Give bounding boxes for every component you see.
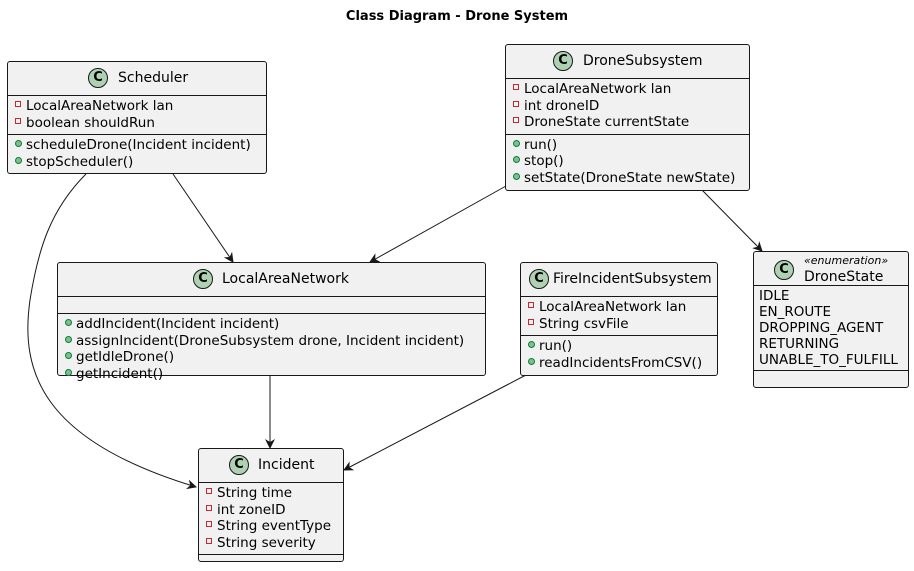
methods-section: run() stop() setState(DroneState newStat… [506, 135, 749, 190]
method-row: getIdleDrone() [58, 349, 485, 366]
methods-section: scheduleDrone(Incident incident) stopSch… [8, 135, 266, 173]
diagram-title: Class Diagram - Drone System [345, 9, 569, 24]
class-dronesubsystem[interactable]: C DroneSubsystem LocalAreaNetwork lan in… [505, 44, 750, 191]
attribute-row: LocalAreaNetwork lan [506, 81, 749, 98]
attribute-row: String eventType [199, 518, 343, 535]
attribute-row: String csvFile [521, 316, 717, 333]
private-visibility-icon [512, 82, 522, 94]
private-visibility-icon [205, 486, 215, 498]
public-visibility-icon [64, 317, 74, 329]
attribute-row: LocalAreaNetwork lan [521, 299, 717, 316]
public-visibility-icon [512, 154, 522, 166]
enum-value: DROPPING_AGENT [759, 320, 884, 336]
edge-scheduler-to-lan [172, 173, 234, 263]
class-header: C Scheduler [8, 62, 266, 96]
edge-fireincident-to-incident [343, 374, 527, 471]
edge-dronesubsystem-to-dronestate [701, 189, 763, 252]
class-header: C LocalAreaNetwork [58, 263, 485, 297]
private-visibility-icon [205, 536, 215, 548]
attributes-section [58, 297, 485, 314]
class-localareanetwork[interactable]: C LocalAreaNetwork addIncident(Incident … [57, 262, 486, 382]
public-visibility-icon [527, 356, 537, 368]
class-name: DroneSubsystem [583, 53, 703, 69]
attributes-section: LocalAreaNetwork lan boolean shouldRun [8, 96, 266, 135]
public-visibility-icon [14, 138, 24, 150]
method-row: readIncidentsFromCSV() [521, 355, 717, 372]
class-incident[interactable]: C Incident String time int zoneID String… [198, 448, 344, 562]
enum-value: RETURNING [759, 336, 840, 352]
attribute-row: String time [199, 485, 343, 502]
method-row: stopScheduler() [8, 154, 266, 171]
class-fireincidentsubsystem[interactable]: C FireIncidentSubsystem LocalAreaNetwork… [520, 262, 718, 376]
class-header: C «enumeration» DroneState [754, 252, 908, 286]
attribute-row: LocalAreaNetwork lan [8, 98, 266, 115]
class-header: C DroneSubsystem [506, 45, 749, 79]
class-name: Scheduler [118, 70, 189, 86]
private-visibility-icon [14, 116, 24, 128]
class-badge-icon: C [88, 68, 108, 88]
enum-values-section: IDLE EN_ROUTE DROPPING_AGENT RETURNING U… [754, 286, 908, 371]
public-visibility-icon [64, 334, 74, 346]
private-visibility-icon [527, 300, 537, 312]
methods-section: run() readIncidentsFromCSV() [521, 336, 717, 374]
edge-scheduler-to-incident [27, 173, 197, 490]
method-row: assignIncident(DroneSubsystem drone, Inc… [58, 333, 485, 350]
class-scheduler[interactable]: C Scheduler LocalAreaNetwork lan boolean… [7, 61, 267, 174]
method-row: run() [506, 137, 749, 154]
method-row: setState(DroneState newState) [506, 170, 749, 187]
private-visibility-icon [205, 503, 215, 515]
public-visibility-icon [512, 171, 522, 183]
public-visibility-icon [527, 339, 537, 351]
enum-stereotype: «enumeration» [804, 254, 889, 267]
enum-value: EN_ROUTE [759, 304, 832, 320]
enum-value: IDLE [759, 288, 790, 304]
attribute-row: DroneState currentState [506, 114, 749, 131]
methods-section [199, 555, 343, 571]
private-visibility-icon [512, 115, 522, 127]
public-visibility-icon [64, 367, 74, 379]
method-row: getIncident() [58, 366, 485, 383]
attribute-row: int zoneID [199, 502, 343, 519]
attribute-row: int droneID [506, 98, 749, 115]
public-visibility-icon [14, 155, 24, 167]
method-row: addIncident(Incident incident) [58, 316, 485, 333]
attributes-section: String time int zoneID String eventType … [199, 483, 343, 555]
class-badge-icon: C [229, 455, 249, 475]
private-visibility-icon [527, 317, 537, 329]
class-name: Incident [258, 457, 315, 473]
edge-dronesubsystem-to-lan [369, 185, 507, 263]
private-visibility-icon [205, 519, 215, 531]
attributes-section: LocalAreaNetwork lan String csvFile [521, 297, 717, 336]
enum-dronestate[interactable]: C «enumeration» DroneState IDLE EN_ROUTE… [753, 251, 909, 388]
public-visibility-icon [512, 138, 522, 150]
class-name: DroneState [804, 269, 884, 285]
class-name: LocalAreaNetwork [222, 271, 349, 287]
class-badge-icon: C [774, 260, 794, 280]
public-visibility-icon [64, 350, 74, 362]
private-visibility-icon [14, 99, 24, 111]
class-header: C FireIncidentSubsystem [521, 263, 717, 297]
attribute-row: String severity [199, 535, 343, 552]
class-badge-icon: C [553, 51, 573, 71]
class-name: FireIncidentSubsystem [553, 271, 712, 287]
class-header: C Incident [199, 449, 343, 483]
method-row: run() [521, 338, 717, 355]
attributes-section: LocalAreaNetwork lan int droneID DroneSt… [506, 79, 749, 135]
method-row: scheduleDrone(Incident incident) [8, 137, 266, 154]
class-badge-icon: C [193, 269, 213, 289]
class-badge-icon: C [529, 269, 549, 289]
attribute-row: boolean shouldRun [8, 115, 266, 132]
enum-value: UNABLE_TO_FULFILL [759, 352, 898, 368]
method-row: stop() [506, 153, 749, 170]
methods-section: addIncident(Incident incident) assignInc… [58, 314, 485, 385]
private-visibility-icon [512, 99, 522, 111]
